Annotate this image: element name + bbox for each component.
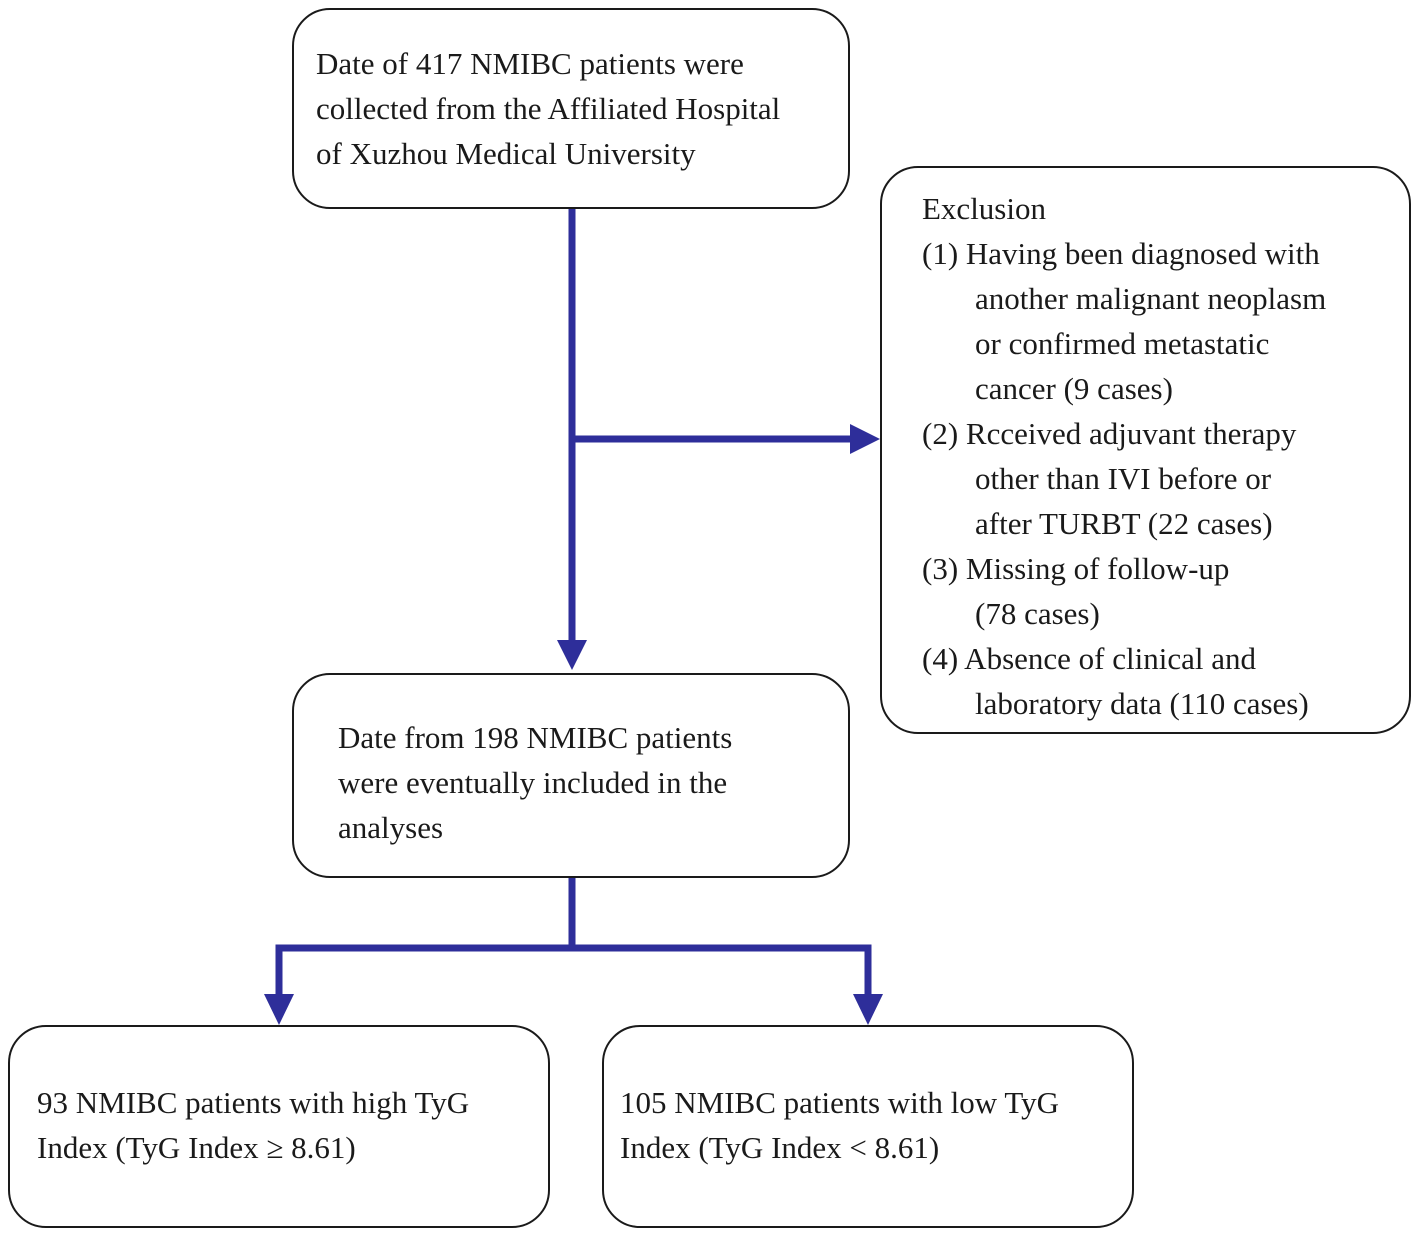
box-text-line: were eventually included in the xyxy=(338,765,728,800)
exclusion-item-1-continued: another malignant neoplasm xyxy=(975,281,1327,316)
exclusion-item-2: (2) Rcceived adjuvant therapy xyxy=(922,416,1297,451)
arrowhead-down-icon xyxy=(853,994,883,1025)
exclusion-item-2-continued: after TURBT (22 cases) xyxy=(975,506,1273,541)
box-text-line: 105 NMIBC patients with low TyG xyxy=(620,1085,1060,1120)
box-text-line: Date from 198 NMIBC patients xyxy=(338,720,733,755)
exclusion-item-1: (1) Having been diagnosed with xyxy=(922,236,1320,271)
arrowhead-down-icon xyxy=(557,640,587,670)
high-tyg-group-box: 93 NMIBC patients with high TyG Index (T… xyxy=(8,1025,550,1228)
box-text-line: Index (TyG Index < 8.61) xyxy=(620,1130,940,1165)
exclusion-criteria-box: Exclusion (1) Having been diagnosed with… xyxy=(880,166,1411,734)
low-tyg-group-box: 105 NMIBC patients with low TyG Index (T… xyxy=(602,1025,1134,1228)
exclusion-item-4: (4) Absence of clinical and xyxy=(922,641,1256,676)
exclusion-item-3-continued: (78 cases) xyxy=(975,596,1100,631)
exclusion-item-1-continued: cancer (9 cases) xyxy=(975,371,1173,406)
box-text-line: 93 NMIBC patients with high TyG xyxy=(37,1085,470,1120)
box-text-line: of Xuzhou Medical University xyxy=(316,136,696,171)
exclusion-item-3: (3) Missing of follow-up xyxy=(922,551,1230,586)
arrowhead-down-icon xyxy=(264,994,294,1025)
box-text-line: Date of 417 NMIBC patients were xyxy=(316,46,744,81)
exclusion-item-2-continued: other than IVI before or xyxy=(975,461,1272,496)
box-text-line: Index (TyG Index ≥ 8.61) xyxy=(37,1130,356,1165)
exclusion-item-1-continued: or confirmed metastatic xyxy=(975,326,1270,361)
box-text-line: collected from the Affiliated Hospital xyxy=(316,91,781,126)
exclusion-title: Exclusion xyxy=(922,191,1046,226)
source-patients-box: Date of 417 NMIBC patients were collecte… xyxy=(292,8,850,209)
included-patients-box: Date from 198 NMIBC patients were eventu… xyxy=(292,673,850,878)
box-text-line: analyses xyxy=(338,810,444,845)
connector-split-horizontal xyxy=(275,944,872,1002)
exclusion-item-4-continued: laboratory data (110 cases) xyxy=(975,686,1309,721)
arrowhead-right-icon xyxy=(850,424,880,454)
